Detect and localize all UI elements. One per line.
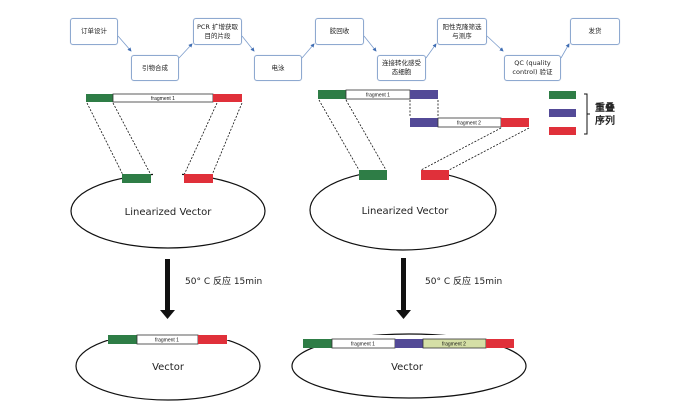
result-fragment1-label: fragment 1 — [155, 338, 179, 344]
overlap-red-block — [501, 118, 529, 127]
legend-swatch-red — [549, 127, 576, 135]
flow-arrow — [486, 35, 504, 52]
linearized-vector-label: Linearized Vector — [362, 206, 450, 217]
flow-arrow — [241, 35, 255, 52]
fragment1-label: fragment 1 — [151, 96, 175, 102]
right-reaction-condition: 50° C 反应 15min — [425, 275, 502, 287]
left-reaction-condition: 50° C 反应 15min — [185, 275, 262, 287]
legend-label-line2: 序列 — [595, 114, 615, 127]
result-fragment1-label: fragment 1 — [351, 342, 375, 348]
workflow-connectors — [117, 35, 570, 59]
workflow-step-pcr: PCR 扩增获取目的片段 — [193, 18, 242, 45]
step-label: 电泳 — [271, 63, 285, 72]
workflow-step-qc: QC (quality control) 验证 — [504, 55, 561, 81]
vector-red-end — [421, 170, 449, 180]
flow-arrow — [425, 43, 437, 59]
fragment2-label: fragment 2 — [457, 121, 481, 127]
vector-red-end — [184, 174, 213, 183]
vector-green-end — [122, 174, 151, 183]
legend-bracket — [584, 93, 590, 135]
workflow-step-electrophoresis: 电泳 — [254, 55, 302, 81]
step-label: 订单设计 — [81, 27, 107, 35]
result-red-block — [486, 339, 514, 348]
workflow-step-gel-recovery: 胶回收 — [315, 18, 364, 45]
workflow-step-screening-sequencing: 阳性克隆筛选与测序 — [437, 18, 487, 45]
overlap-purple-block — [410, 90, 438, 99]
result-purple-block — [395, 339, 423, 348]
overlap-green-block — [318, 90, 346, 99]
vector-result-label: Vector — [391, 362, 424, 373]
left-fragment: fragment 1 — [86, 93, 242, 103]
vector-result-ellipse — [291, 333, 527, 399]
result-fragment2-label: fragment 2 — [442, 342, 466, 348]
workflow-step-ligation-transformation: 连接转化感受态细胞 — [377, 55, 426, 81]
vector-green-end — [359, 170, 387, 180]
workflow-step-shipping: 发货 — [570, 18, 620, 45]
step-label: QC (quality control) 验证 — [512, 59, 553, 76]
flow-arrow — [178, 43, 193, 59]
overlap-green-block — [86, 94, 113, 102]
right-dashed-guides — [318, 99, 530, 171]
step-label: 连接转化感受态细胞 — [382, 59, 421, 76]
step-label: 阳性克隆筛选与测序 — [442, 22, 482, 40]
left-dashed-guides — [86, 102, 243, 176]
step-label: 胶回收 — [329, 27, 350, 35]
flow-arrow — [363, 35, 377, 52]
overlap-purple-block — [410, 118, 438, 127]
legend-swatch-green — [549, 91, 576, 99]
step-label: PCR 扩增获取目的片段 — [196, 22, 239, 40]
result-green-block — [108, 335, 137, 344]
fragment1-label: fragment 1 — [366, 93, 390, 99]
right-fragment2: fragment 2 — [410, 117, 529, 128]
workflow-step-primer-synthesis: 引物合成 — [131, 55, 179, 81]
legend-swatch-purple — [549, 109, 576, 117]
step-label: 引物合成 — [142, 63, 168, 72]
vector-result-label: Vector — [152, 362, 185, 373]
left-reaction-arrow — [160, 259, 175, 319]
result-green-block — [303, 339, 332, 348]
flow-arrow — [117, 35, 132, 52]
flow-arrow — [301, 43, 315, 59]
right-fragment1: fragment 1 — [318, 89, 438, 100]
result-red-block — [198, 335, 227, 344]
linearized-vector-label: Linearized Vector — [125, 207, 213, 218]
right-reaction-arrow — [396, 258, 411, 319]
overlap-legend: 重叠 序列 — [549, 91, 615, 135]
flow-arrow — [560, 43, 570, 59]
workflow-step-order-design: 订单设计 — [70, 18, 118, 45]
overlap-red-block — [213, 94, 242, 102]
legend-label-line1: 重叠 — [595, 101, 615, 114]
step-label: 发货 — [588, 27, 602, 35]
